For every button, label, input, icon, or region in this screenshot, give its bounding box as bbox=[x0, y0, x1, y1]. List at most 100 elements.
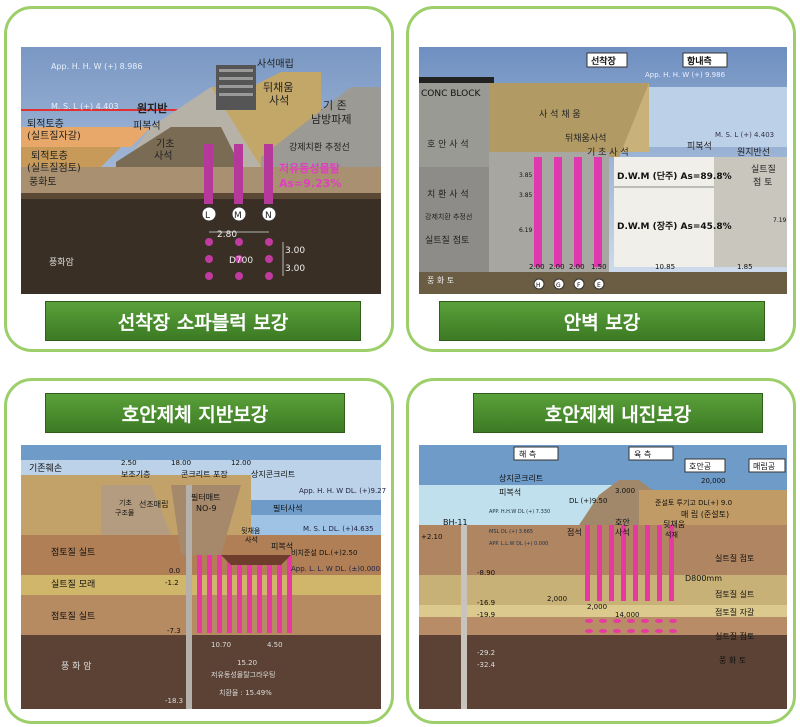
label-d5: 치환율 : 15.49% bbox=[219, 688, 272, 697]
label-d2: 2.00 bbox=[549, 263, 565, 271]
label-d6: 1.85 bbox=[737, 263, 753, 271]
label-gicho: 기초 bbox=[119, 498, 132, 507]
label-hoan: 호 안 사 석 bbox=[427, 139, 469, 150]
label-hhw: App. H. H. W DL. (+)9.27 bbox=[299, 487, 386, 495]
label-e324: -32.4 bbox=[477, 661, 496, 669]
label-h250: 2.50 bbox=[121, 459, 137, 467]
pile-l bbox=[204, 144, 213, 204]
label-pile-m: M bbox=[234, 211, 242, 221]
label-e890: -8.90 bbox=[477, 569, 495, 577]
label-wonjiban: 원지반 bbox=[137, 101, 167, 115]
label-saseok: 사석매립 bbox=[257, 57, 294, 70]
label-toejeok1b: (실트질자갈) bbox=[27, 129, 81, 142]
label-pile-l: L bbox=[205, 211, 210, 221]
label-saseokchae: 사 석 채 움 bbox=[539, 109, 581, 120]
label-hhw: App. H. H. W (+) 8.986 bbox=[51, 62, 142, 71]
label-saseok: 사석 bbox=[615, 527, 630, 537]
label-v3: 6.19 bbox=[519, 227, 533, 234]
label-filter-s: 필터사석 bbox=[273, 503, 302, 513]
label-e169: -16.9 bbox=[477, 599, 495, 607]
label-jupsu: 준설토 투기고 DL(+) 9.0 bbox=[655, 498, 732, 507]
label-silt1: 실트질 점토 bbox=[715, 553, 754, 563]
pile-n bbox=[264, 144, 273, 204]
label-pibokseok: 피복석 bbox=[133, 120, 161, 132]
label-seonchak: 선착장 bbox=[591, 55, 617, 67]
label-d2000: 2,000 bbox=[587, 603, 607, 611]
label-hoangong: 호안공 bbox=[689, 461, 711, 471]
label-pibok: 피복석 bbox=[687, 141, 712, 152]
label-pile-h: H bbox=[536, 282, 541, 289]
label-d1: 10.70 bbox=[211, 641, 231, 649]
label-maerip: 매립공 bbox=[753, 462, 775, 471]
label-bh: BH-11 bbox=[443, 518, 468, 527]
label-dwichae1: 뒤채움 bbox=[263, 81, 293, 94]
label-gangje: 강제치환 추정선 bbox=[289, 141, 350, 153]
label-e199: -19.9 bbox=[477, 611, 495, 619]
label-pibok: 피복석 bbox=[499, 487, 521, 497]
label-pile-g: G bbox=[556, 282, 561, 289]
label-v18: -18.3 bbox=[165, 697, 183, 705]
title-seonchakjang: 선착장 소파블럭 보강 bbox=[45, 301, 361, 341]
diagram-seonchakjang: App. H. H. W (+) 8.986 M. S. L (+) 4.403… bbox=[21, 47, 381, 294]
label-dwichae1: 뒷채움 bbox=[241, 526, 261, 535]
label-d20000: 20,000 bbox=[701, 477, 726, 485]
svg-hoan-naejin: 해 측 육 측 호안공 매립공 20,000 상지콘크리트 피복석 DL (+)… bbox=[419, 445, 787, 709]
label-hangnae: 항내측 bbox=[687, 55, 712, 67]
svg-anbyeok: 선착장 항내측 CONC BLOCK 사 석 채 움 뒤채움사석 기 초 사 석… bbox=[419, 47, 787, 294]
label-conc: 콘크리트 포장 bbox=[181, 469, 228, 479]
label-jeomto: 점토질 실트 bbox=[51, 546, 95, 558]
label-conc: CONC BLOCK bbox=[421, 89, 481, 99]
title-anbyeok: 안벽 보강 bbox=[439, 301, 765, 341]
svg-hoan-jiban: 기존훼손 보조기층 콘크리트 포장 상지콘크리트 기초 구조물 선조매립 필터매… bbox=[21, 445, 386, 709]
label-dwichaeum: 뒤채움사석 bbox=[565, 132, 606, 144]
diagram-hoan-jiban: 기존훼손 보조기층 콘크리트 포장 상지콘크리트 기초 구조물 선조매립 필터매… bbox=[21, 445, 386, 709]
label-jagal: 점토질 자갈 bbox=[715, 607, 755, 617]
label-dl950: DL (+)9.50 bbox=[569, 497, 607, 505]
label-msl: MSL DL (+) 3.665 bbox=[489, 529, 533, 535]
label-pile-f: F bbox=[577, 282, 581, 289]
label-punghwa: 풍 화 토 bbox=[427, 276, 454, 285]
label-v12: -1.2 bbox=[165, 579, 179, 587]
label-dim1: 2.80 bbox=[217, 230, 237, 240]
label-jeoyu: 저유동성몰탈 bbox=[279, 161, 340, 175]
label-sangji: 상지콘크리트 bbox=[251, 469, 295, 479]
label-gijon1: 기 존 bbox=[323, 99, 347, 112]
panel-anbyeok: 선착장 항내측 CONC BLOCK 사 석 채 움 뒤채움사석 기 초 사 석… bbox=[406, 6, 796, 352]
panel-hoan-jiban: 호안제체 지반보강 기존훼손 보조기층 콘크리트 포장 bbox=[4, 378, 394, 724]
label-dwichae: 뒷채움 bbox=[663, 519, 685, 529]
label-d1: 2.00 bbox=[529, 263, 545, 271]
label-dwichae2: 사석 bbox=[245, 535, 258, 544]
label-llw: App. L. L. W DL. (±)0.000 bbox=[291, 565, 380, 573]
label-bh2: +2.10 bbox=[421, 533, 442, 541]
label-seonjo: 선조매립 bbox=[139, 500, 168, 509]
label-d2: 4.50 bbox=[267, 641, 283, 649]
label-chihwan: 치 환 사 석 bbox=[427, 188, 469, 200]
panel-hoan-naejin: 호안제체 내진보강 bbox=[406, 378, 796, 724]
label-msl: M. S. L DL. (+)4.635 bbox=[303, 525, 374, 533]
label-dim3: 3.00 bbox=[285, 264, 305, 274]
label-punghwaam: 풍화암 bbox=[49, 256, 74, 268]
label-pile-e: E bbox=[597, 282, 601, 289]
label-jeomto2: 점토질 실트 bbox=[51, 610, 95, 622]
label-silt2: 실트질 점토 bbox=[715, 631, 754, 641]
label-d2000b: 2,000 bbox=[547, 595, 567, 603]
label-maetip: 매 립 (준설토) bbox=[681, 509, 729, 519]
label-gicho1: 기초 bbox=[156, 138, 174, 150]
label-dim2: 3.00 bbox=[285, 246, 305, 256]
label-dwichae2: 사석 bbox=[269, 94, 289, 107]
label-seokjae: 석재 bbox=[665, 530, 678, 539]
svg-seonchakjang: App. H. H. W (+) 8.986 M. S. L (+) 4.403… bbox=[21, 47, 381, 294]
diagram-hoan-naejin: 해 측 육 측 호안공 매립공 20,000 상지콘크리트 피복석 DL (+)… bbox=[419, 445, 787, 709]
label-no9: NO-9 bbox=[196, 504, 216, 513]
label-silt-r1: 실트질 bbox=[751, 163, 776, 175]
label-haecheuk: 해 측 bbox=[519, 449, 536, 459]
label-punghwa: 풍화토 bbox=[29, 176, 57, 188]
label-dwm2: D.W.M (장주) As=45.8% bbox=[617, 220, 732, 232]
label-v0: 0.0 bbox=[169, 567, 180, 575]
label-d14000: 14,000 bbox=[615, 611, 640, 619]
label-toejeok2b: (실트질점토) bbox=[27, 162, 81, 174]
label-v2: 3.85 bbox=[519, 192, 533, 199]
label-toejeok1: 퇴적토층 bbox=[27, 118, 64, 130]
title-hoan-naejin: 호안제체 내진보강 bbox=[473, 393, 763, 433]
label-gujo: 구조물 bbox=[115, 509, 135, 517]
